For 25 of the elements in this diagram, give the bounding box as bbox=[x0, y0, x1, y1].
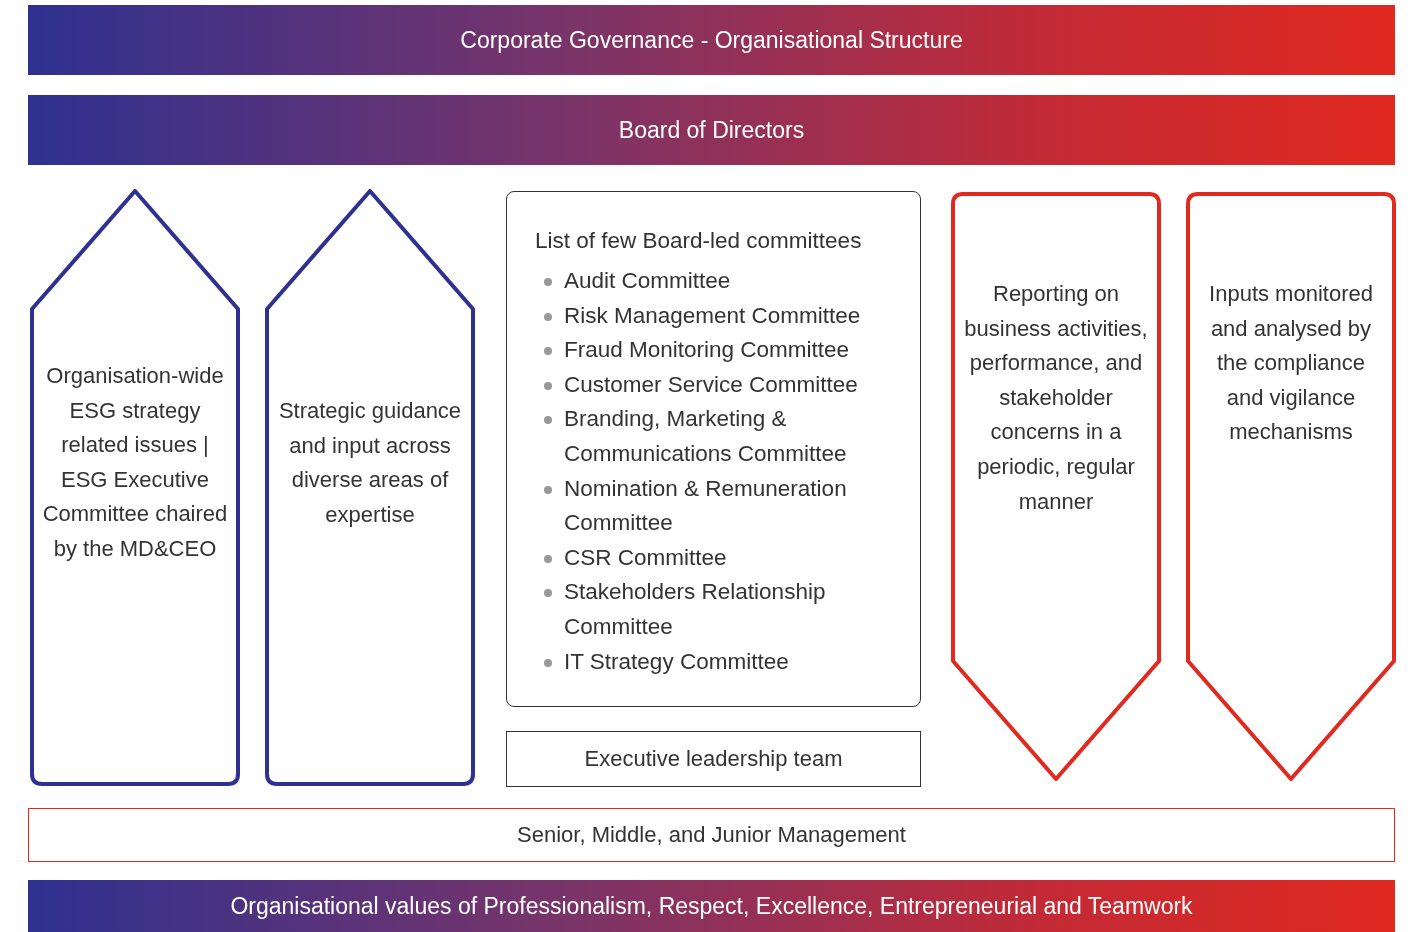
arrow-text: Reporting on business activities, performance, and stakeholder concerns in a periodic, regular manner bbox=[963, 280, 1149, 516]
label-text: Senior, Middle, and Junior Management bbox=[517, 822, 906, 848]
list-item: Audit Committee bbox=[535, 264, 910, 299]
list-item: Branding, Marketing & Communications Committee bbox=[535, 402, 910, 472]
list-item: Fraud Monitoring Committee bbox=[535, 333, 910, 368]
arrow-text: Organisation-wide ESG strategy related issues | ESG Executive Committee chaired by the MD&CEO bbox=[41, 362, 229, 563]
executive-box bbox=[506, 731, 921, 787]
list-item: Stakeholders Relationship Committee bbox=[535, 575, 910, 645]
arrow-text: Strategic guidance and input across diverse areas of expertise bbox=[277, 397, 463, 529]
list-heading: List of few Board-led committees bbox=[535, 228, 863, 254]
list-item: Customer Service Committee bbox=[535, 367, 910, 403]
label-text: Organisational values of Professionalism, Respect, Excellence, Entrepreneurial and Teamwork bbox=[230, 892, 1193, 920]
label-text: Corporate Governance - Organisational Structure bbox=[460, 26, 963, 54]
list-item: IT Strategy Committee bbox=[535, 644, 910, 680]
list-item: CSR Committee bbox=[535, 540, 910, 576]
list-item: Nomination & Remuneration Committee bbox=[535, 471, 910, 541]
label-text: Executive leadership team bbox=[584, 746, 843, 772]
arrow-text: Inputs monitored and analysed by the compliance and vigilance mechanisms bbox=[1208, 280, 1374, 447]
list-item: Risk Management Committee bbox=[535, 298, 910, 334]
values-banner bbox=[28, 880, 1395, 932]
board-banner bbox=[28, 95, 1395, 165]
title-banner bbox=[28, 5, 1395, 75]
committee-list-box bbox=[506, 191, 921, 707]
label-text: Board of Directors bbox=[618, 116, 805, 144]
management-box bbox=[28, 808, 1395, 862]
